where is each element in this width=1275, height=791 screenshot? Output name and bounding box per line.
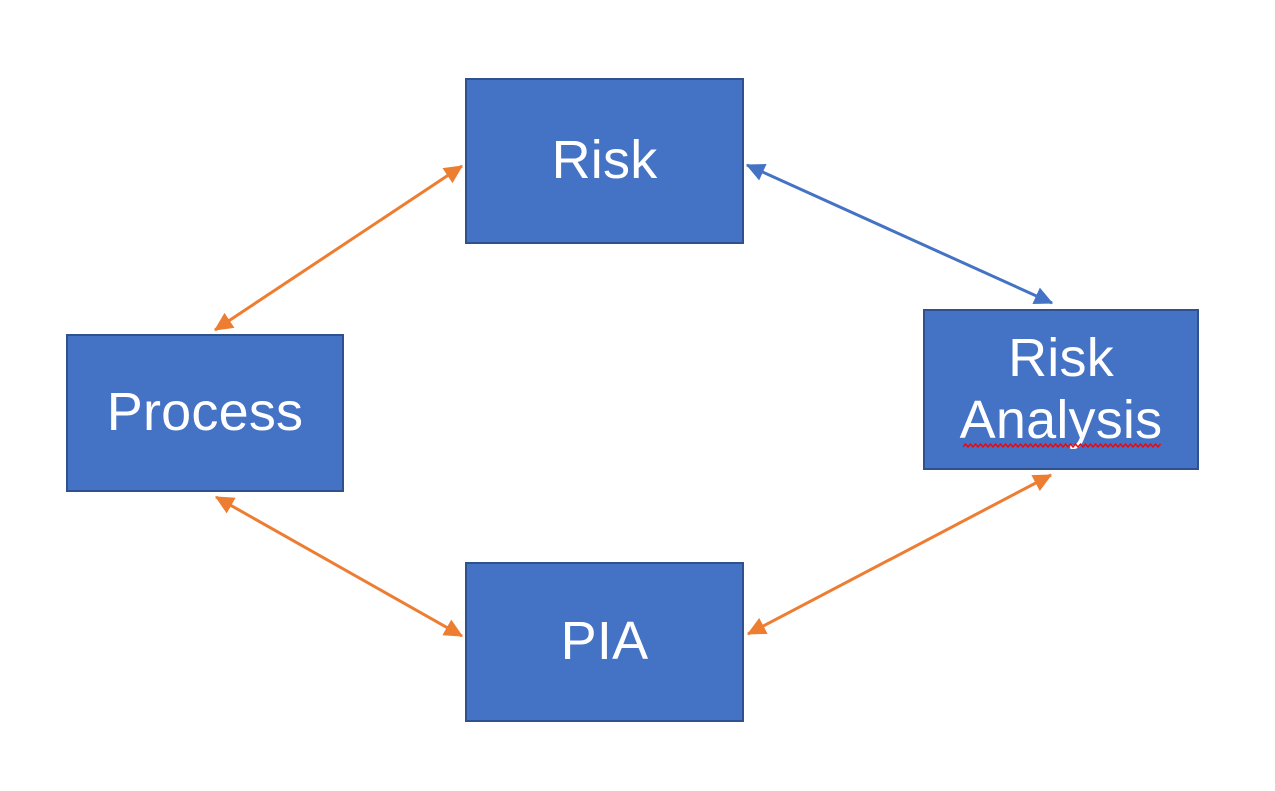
node-pia-label: PIA — [560, 611, 649, 672]
node-pia[interactable]: PIA — [465, 562, 744, 722]
connector-risk-analysis-pia[interactable] — [746, 473, 1053, 636]
node-risk-analysis-label: Risk Analysis — [959, 328, 1163, 450]
node-process-label: Process — [106, 382, 304, 443]
connector-process-risk[interactable] — [214, 164, 463, 332]
node-risk[interactable]: Risk — [465, 78, 744, 244]
connector-risk-risk-analysis[interactable] — [745, 163, 1054, 305]
node-process[interactable]: Process — [66, 334, 344, 492]
connector-pia-process[interactable] — [214, 495, 464, 638]
node-risk-label: Risk — [551, 130, 658, 191]
node-risk-analysis[interactable]: Risk Analysis — [923, 309, 1199, 470]
